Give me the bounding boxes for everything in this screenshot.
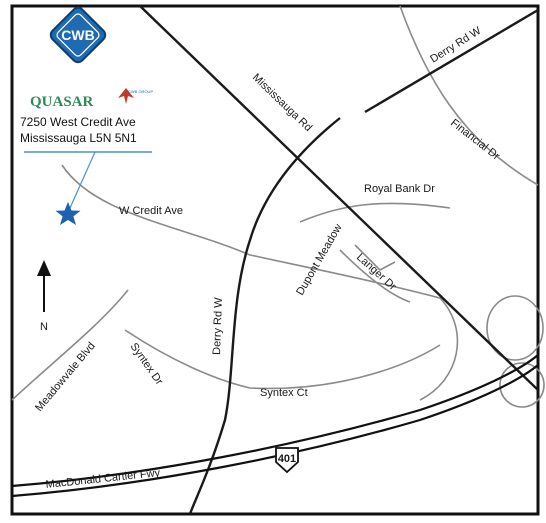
- quasar-logo: QUASAR: [30, 94, 94, 110]
- leader-line: [69, 151, 96, 209]
- address-line-2: Mississauga L5N 5N1: [20, 131, 137, 145]
- location-star-icon: [55, 202, 81, 225]
- highway-401-shield: 401: [275, 447, 299, 474]
- cwb-logo-text: CWB: [61, 27, 94, 43]
- address-line-1: 7250 West Credit Ave: [20, 115, 136, 129]
- highway-401-label: 401: [278, 453, 296, 465]
- cwb-logo: CWB: [49, 6, 107, 64]
- road-label-w-credit-ave: W Credit Ave: [119, 205, 183, 217]
- north-arrow-icon: [37, 260, 51, 312]
- road-label-royal-bank-dr: Royal Bank Dr: [364, 183, 435, 195]
- major-roads: [139, 5, 539, 515]
- road-label-syntex-ct: Syntex Ct: [260, 387, 308, 399]
- highway-401: [11, 354, 539, 498]
- north-label: N: [40, 321, 48, 333]
- small-partner-logo-text: CWB GROUP: [128, 89, 153, 94]
- small-partner-logo: CWB GROUP: [118, 88, 153, 104]
- local-roads: [11, 5, 545, 408]
- road-label-derry-rd-w-vertical: Derry Rd W: [211, 297, 225, 355]
